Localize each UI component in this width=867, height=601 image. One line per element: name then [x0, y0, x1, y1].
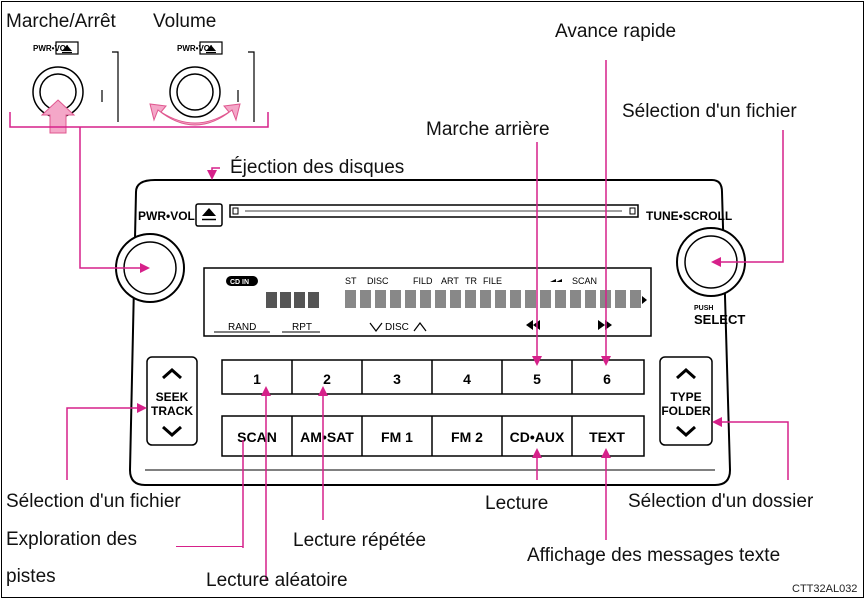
callout-scan-tracks-1: Exploration des	[6, 529, 137, 550]
callout-repeat: Lecture répétée	[293, 530, 427, 551]
callout-volume: Volume	[153, 11, 217, 32]
callout-fast-forward: Avance rapide	[555, 21, 677, 42]
callout-arrowheads	[137, 170, 722, 458]
display-cdin-badge: CD IN	[230, 279, 249, 286]
display-disc-label: DISC	[385, 322, 409, 333]
preset-button-6[interactable]: 6	[603, 371, 611, 387]
inset-pwrvol-right: PWR•VOL	[177, 44, 215, 53]
disc-up-icon	[413, 322, 427, 332]
disc-down-icon	[369, 322, 383, 332]
callout-play: Lecture	[485, 493, 549, 514]
scan-icon	[550, 279, 562, 282]
rotate-arrow-icon	[149, 103, 241, 126]
push-arrow-icon	[40, 99, 76, 134]
callout-random: Lecture aléatoire	[206, 570, 348, 591]
text-button[interactable]: TEXT	[589, 429, 625, 445]
callout-rewind: Marche arrière	[426, 119, 550, 140]
seek-down-icon	[162, 425, 182, 438]
volume-knob-inset: PWR•VOL	[149, 41, 255, 126]
display-rand-label: RAND	[228, 322, 256, 333]
am-sat-button[interactable]: AM•SAT	[300, 429, 354, 445]
preset-button-5[interactable]: 5	[533, 371, 541, 387]
callout-select-folder: Sélection d'un dossier	[628, 491, 814, 512]
display-label-disc: DISC	[367, 276, 389, 286]
callout-select-file-left: Sélection d'un fichier	[6, 491, 181, 512]
inset-pwrvol-left: PWR•VOL	[33, 44, 71, 53]
power-knob-inset: PWR•VOL	[32, 41, 119, 134]
folder-down-icon	[676, 425, 696, 438]
display-label-st: ST	[345, 276, 357, 286]
callout-eject: Éjection des disques	[230, 157, 405, 178]
preset-button-3[interactable]: 3	[393, 371, 401, 387]
preset-button-1[interactable]: 1	[253, 371, 261, 387]
callout-power: Marche/Arrêt	[6, 11, 116, 32]
figure-code: CTT32AL032	[792, 583, 858, 595]
display-label-tr: TR	[465, 276, 477, 286]
scan-callout-tick	[176, 546, 243, 547]
eject-icon	[202, 208, 216, 216]
callout-scan-tracks-2: pistes	[6, 566, 56, 587]
preset-button-2[interactable]: 2	[323, 371, 331, 387]
callout-text-messages: Affichage des messages texte	[527, 545, 781, 566]
preset-row	[221, 359, 645, 395]
type-label: TYPE	[670, 390, 701, 404]
select-label: SELECT	[694, 312, 745, 327]
folder-label: FOLDER	[661, 404, 711, 418]
seek-track-button[interactable]	[146, 356, 198, 446]
display-label-fild: FILD	[413, 276, 433, 286]
display-label-scan: SCAN	[572, 276, 597, 286]
display-rpt-label: RPT	[292, 322, 312, 333]
cd-aux-button[interactable]: CD•AUX	[510, 429, 565, 445]
fm2-button[interactable]: FM 2	[451, 429, 483, 445]
scan-button[interactable]: SCAN	[237, 429, 277, 445]
fm1-button[interactable]: FM 1	[381, 429, 413, 445]
display-label-file: FILE	[483, 276, 502, 286]
display-label-art: ART	[441, 276, 459, 286]
fast-forward-icon	[598, 320, 612, 330]
segment-digits	[266, 292, 319, 308]
seek-label: SEEK	[156, 390, 189, 404]
segment-matrix	[345, 290, 641, 308]
folder-up-icon	[676, 367, 696, 380]
callout-lines	[9, 60, 789, 580]
pwrvol-label: PWR•VOL	[138, 209, 195, 223]
track-label: TRACK	[151, 404, 193, 418]
preset-button-4[interactable]: 4	[463, 371, 471, 387]
callout-select-file-right: Sélection d'un fichier	[622, 101, 797, 122]
push-label: PUSH	[694, 305, 713, 312]
function-row	[221, 415, 645, 457]
type-folder-button[interactable]	[659, 356, 713, 446]
tunescroll-label: TUNE•SCROLL	[646, 209, 732, 223]
seek-up-icon	[162, 367, 182, 380]
radio-unit: PWR•VOL TUNE•SCROLL PUSH SELECT CD IN ST…	[115, 179, 746, 486]
